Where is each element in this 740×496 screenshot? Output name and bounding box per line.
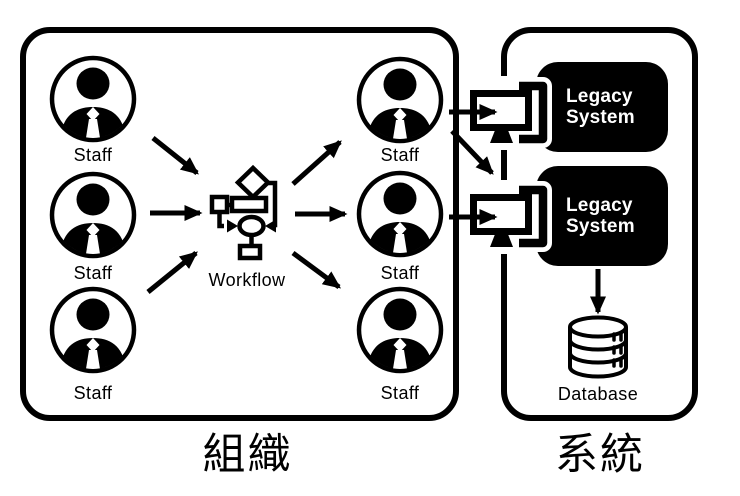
staff-label-left-2: Staff bbox=[73, 263, 113, 283]
organization-title: 組織 bbox=[202, 431, 293, 479]
workflow-label: Workflow bbox=[208, 270, 286, 290]
system-title: 系統 bbox=[555, 431, 645, 479]
legacy-system-2-panel: Legacy System bbox=[536, 166, 668, 266]
organization-box bbox=[20, 27, 459, 421]
staff-label-left-3: Staff bbox=[73, 383, 113, 403]
staff-label-left-1: Staff bbox=[73, 145, 113, 165]
staff-label-right-1: Staff bbox=[380, 145, 420, 165]
staff-label-right-2: Staff bbox=[380, 263, 420, 283]
legacy-system-2-label: Legacy System bbox=[566, 195, 635, 237]
database-label: Database bbox=[557, 384, 639, 404]
legacy-system-1-panel: Legacy System bbox=[536, 62, 668, 152]
staff-label-right-3: Staff bbox=[380, 383, 420, 403]
legacy-system-1-label: Legacy System bbox=[566, 86, 635, 128]
